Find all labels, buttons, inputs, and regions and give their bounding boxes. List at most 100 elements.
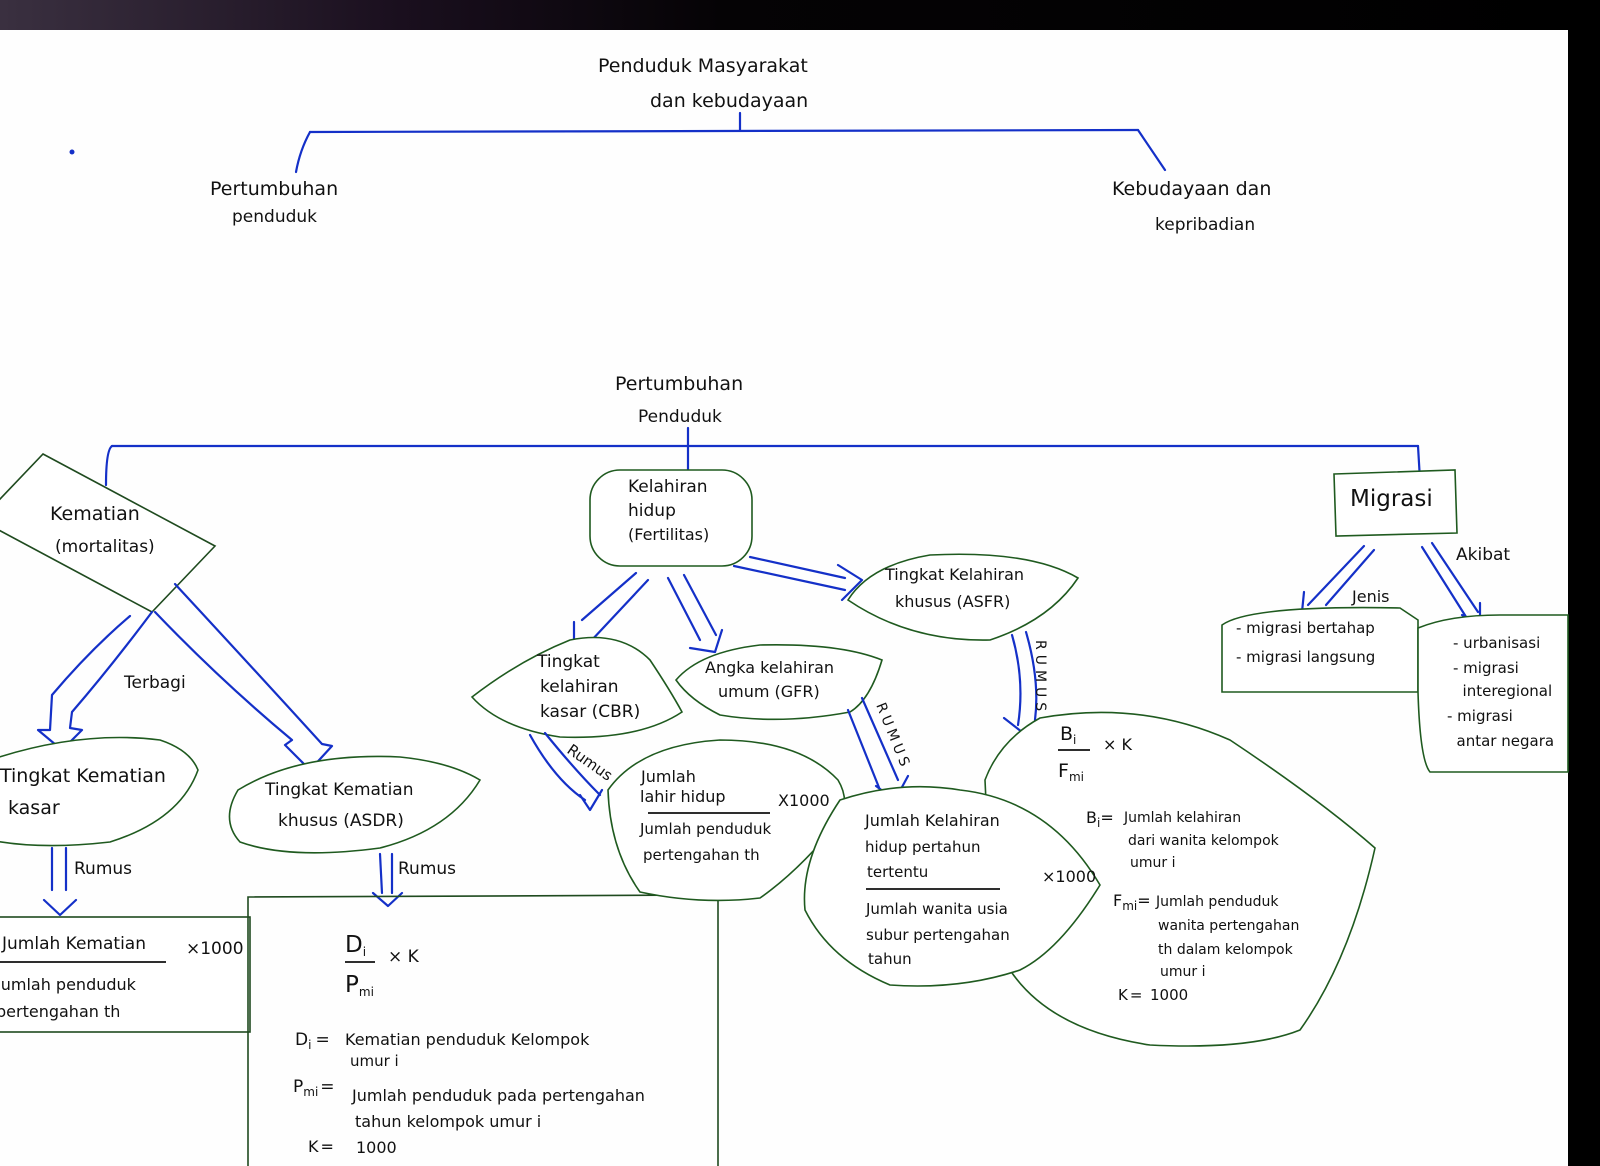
arrow-to-gfr [666, 573, 724, 654]
arrow-to-asdr [153, 582, 334, 772]
svg-text:Jumlah penduduk pada pertengah: Jumlah penduduk pada pertengahan [351, 1086, 645, 1105]
gfr-node: Angka kelahiran umum (GFR) [674, 643, 883, 721]
svg-text:Fmi=: Fmi= [1113, 891, 1151, 913]
cbr-line1: Tingkat [536, 652, 600, 672]
svg-text:Jumlah penduduk: Jumlah penduduk [1155, 894, 1279, 910]
svg-text:Bi=: Bi= [1086, 808, 1114, 830]
level1-right-line2: kepribadian [1155, 215, 1255, 235]
asfr-multiplier: × K [1103, 735, 1132, 754]
gfr-line1: Angka kelahiran [705, 658, 834, 677]
title-node: Penduduk Masyarakat dan kebudayaan [598, 55, 808, 112]
asfr-formula-node: Bi × K Fmi [984, 711, 1376, 1047]
migration-types-box: - migrasi bertahap - migrasi langsung [1221, 606, 1419, 693]
title-line1: Penduduk Masyarakat [598, 55, 808, 77]
cdr-node: Tingkat Kematian kasar [0, 736, 199, 847]
title-line2: dan kebudayaan [650, 90, 808, 112]
level1-right-line1: Kebudayaan dan [1112, 178, 1271, 200]
svg-text:1000: 1000 [356, 1138, 397, 1157]
gfr-formula-num2: hidup pertahun [865, 838, 981, 856]
asdr-denominator: Pmi [345, 972, 374, 999]
growth-connector [104, 426, 1422, 487]
svg-text:Jumlah kelahiran: Jumlah kelahiran [1123, 810, 1241, 826]
svg-text:wanita pertengahan: wanita pertengahan [1158, 918, 1299, 934]
arrow-to-cbr [572, 571, 650, 644]
svg-text:umur i: umur i [350, 1052, 399, 1070]
cbr-formula-node: Jumlah lahir hidup X1000 Jumlah penduduk… [607, 739, 846, 902]
svg-text:th dalam kelompok: th dalam kelompok [1158, 942, 1294, 958]
asdr-formula-box: Di × K Pmi Di= Kematian penduduk Kelompo… [247, 894, 719, 1166]
migration-label: Migrasi [1350, 486, 1433, 512]
cbr-line2: kelahiran [540, 677, 619, 697]
gfr-formula-num3: tertentu [867, 863, 928, 881]
scanner-top-edge [0, 0, 1600, 30]
cbr-formula-num1: Jumlah [640, 767, 696, 786]
types-arrow-label: Jenis [1351, 587, 1389, 606]
gfr-line2: umum (GFR) [718, 682, 820, 701]
asfr-definitions: Bi= Jumlah kelahiran dari wanita kelompo… [1086, 808, 1299, 1004]
cdr-denominator-line1: Jumlah penduduk [0, 975, 137, 994]
arrow-asdr-rumus [371, 852, 404, 908]
asfr-line1: Tingkat Kelahiran [884, 565, 1024, 584]
gfr-formula-num1: Jumlah Kelahiran [864, 811, 1000, 830]
svg-text:umur i: umur i [1160, 964, 1205, 980]
cbr-formula-den1: Jumlah penduduk [639, 820, 771, 838]
cdr-numerator: Jumlah Kematian [1, 934, 146, 954]
gfr-formula-den3: tahun [868, 950, 912, 968]
asfr-node: Tingkat Kelahiran khusus (ASFR) [846, 553, 1080, 641]
asfr-line2: khusus (ASFR) [895, 592, 1010, 611]
svg-text:K=: K= [1118, 986, 1142, 1004]
asdr-def-di: Di= Kematian penduduk Kelompok umur i [295, 1030, 590, 1070]
cbr-formula-multiplier: X1000 [778, 791, 830, 810]
asfr-def-k: K= 1000 [1118, 986, 1188, 1004]
cbr-formula-num2: lahir hidup [640, 787, 726, 806]
mortality-line2: (mortalitas) [55, 537, 155, 557]
svg-text:umur i: umur i [1130, 855, 1175, 871]
gfr-formula-node: Jumlah Kelahiran hidup pertahun tertentu… [803, 785, 1101, 987]
cdr-rumus-label: Rumus [74, 859, 132, 879]
migration-node: Migrasi [1333, 469, 1458, 537]
svg-text:1000: 1000 [1150, 986, 1188, 1004]
cdr-formula-box: Jumlah Kematian ×1000 Jumlah penduduk pe… [0, 916, 251, 1033]
asdr-node: Tingkat Kematian khusus (ASDR) [228, 755, 482, 854]
level1-left-line1: Pertumbuhan [210, 178, 338, 200]
cbr-line3: kasar (CBR) [540, 702, 640, 722]
scanner-right-edge [1568, 30, 1600, 1166]
svg-text:Fmi: Fmi [1058, 760, 1084, 784]
title-connector [294, 111, 1167, 174]
asdr-def-k: K= 1000 [308, 1137, 397, 1157]
svg-text:tahun kelompok umur i: tahun kelompok umur i [355, 1112, 541, 1131]
growth-root-line2: Penduduk [638, 407, 722, 427]
effects-arrow-label: Akibat [1456, 545, 1510, 565]
migration-effect-4: - migrasi [1447, 707, 1513, 725]
mortality-line1: Kematian [50, 503, 140, 525]
arrow-cdr-rumus [42, 846, 78, 917]
cdr-line1: Tingkat Kematian [0, 765, 166, 787]
cbr-node: Tingkat kelahiran kasar (CBR) [470, 636, 684, 739]
asdr-fraction: Di × K Pmi [345, 932, 420, 999]
migration-type-2: - migrasi langsung [1236, 648, 1375, 666]
cdr-denominator-line2: pertengahan th [0, 1002, 120, 1021]
mortality-node: Kematian (mortalitas) [0, 453, 217, 613]
migration-effects-box: - urbanisasi - migrasi interegional - mi… [1417, 614, 1569, 773]
asfr-def-fmi: Fmi= Jumlah penduduk wanita pertengahan … [1113, 891, 1299, 980]
asfr-def-bi: Bi= Jumlah kelahiran dari wanita kelompo… [1086, 808, 1280, 871]
level1-left-line2: penduduk [232, 207, 317, 227]
cbr-formula-den2: pertengahan th [643, 846, 760, 864]
cdr-line2: kasar [8, 797, 60, 819]
node-pertumbuhan-penduduk-top: Pertumbuhan penduduk [210, 178, 338, 227]
asdr-numerator: Di [345, 932, 366, 959]
fertility-line1: Kelahiran [628, 477, 708, 497]
svg-text:K=: K= [308, 1137, 334, 1156]
svg-text:Pmi=: Pmi= [293, 1077, 335, 1099]
migration-effect-1: - urbanisasi [1453, 634, 1540, 652]
gfr-formula-den1: Jumlah wanita usia [865, 900, 1008, 918]
arrow-to-asfr [732, 555, 864, 602]
growth-root-node: Pertumbuhan Penduduk [615, 373, 743, 427]
svg-text:Kematian penduduk Kelompok: Kematian penduduk Kelompok [345, 1030, 590, 1049]
stray-ink-dot [69, 149, 75, 155]
cbr-rumus-label: Rumus [564, 741, 616, 785]
migration-effect-5: antar negara [1447, 732, 1554, 750]
asdr-rumus-label: Rumus [398, 859, 456, 879]
